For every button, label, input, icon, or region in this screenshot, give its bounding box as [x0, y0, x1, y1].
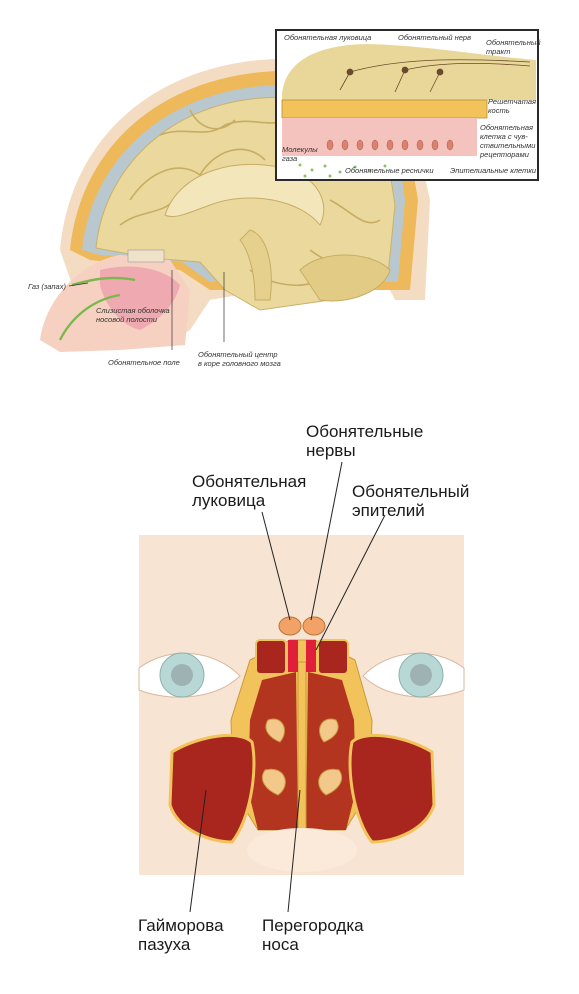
gas-path — [58, 276, 136, 341]
olfactory-epithelium-left — [288, 640, 298, 672]
left-eye — [138, 652, 241, 698]
label-olfactory-bulb: Обонятельная луковица — [192, 472, 307, 510]
label-nasal-septum: Перегородка носа — [262, 916, 364, 954]
maxillary-sinus-left — [168, 733, 256, 844]
turbinates — [261, 718, 343, 796]
inset-neurons — [339, 59, 531, 93]
olfactory-bulb-right — [302, 616, 326, 636]
inset-epithelium — [282, 118, 477, 156]
olfactory-epithelium-right — [306, 640, 316, 672]
nose-tip — [247, 828, 357, 872]
label-nasal-mucosa: Слизистая оболочка носовой полости — [96, 306, 170, 324]
nasal-passage-left — [248, 672, 298, 830]
nasal-mucosa — [100, 266, 180, 330]
cerebellum — [299, 254, 391, 302]
olfactory-bulb-left — [278, 616, 302, 636]
nasal-passage-right — [306, 672, 356, 830]
frontal-leader-lines — [189, 461, 386, 913]
label-maxillary-sinus: Гайморова пазуха — [138, 916, 224, 954]
label-inset-olfactory-cell: Обонятельная клетка с чув- ствительными … — [480, 123, 536, 159]
label-inset-olfactory-bulb: Обонятельная луковица — [284, 33, 372, 42]
right-eye — [362, 652, 465, 698]
brain-stem — [239, 229, 272, 301]
label-olfactory-field: Обонятельное поле — [108, 358, 180, 367]
label-inset-olfactory-tract: Обонятельный тракт — [486, 38, 541, 56]
ethmoid-cell-right — [317, 639, 349, 675]
label-inset-epithelial-cells: Эпителиальные клетки — [450, 166, 537, 175]
maxillary-sinus-right — [348, 733, 436, 844]
inset-gas-molecules — [298, 163, 387, 178]
label-inset-gas-molecules: Молекулы газа — [282, 145, 318, 163]
inset-receptor-cells — [326, 139, 454, 151]
label-inset-cribriform-bone: Решетчатая кость — [488, 97, 537, 115]
label-olfactory-center: Обонятельный центр в коре головного мозг… — [198, 350, 281, 368]
label-inset-olfactory-nerve: Обонятельный нерв — [398, 33, 471, 42]
inset-bulb — [282, 44, 536, 100]
cribriform-fibers — [127, 249, 165, 263]
head-leader-lines — [68, 270, 225, 350]
ethmoid-cell-left — [255, 639, 287, 675]
label-olfactory-epithelium: Обонятельный эпителий — [352, 482, 470, 520]
label-gas-smell: Газ (запах) — [28, 282, 66, 291]
label-olfactory-nerves: Обонятельные нервы — [306, 422, 424, 460]
nasal-septum — [297, 661, 307, 833]
head-sagittal-illustration — [40, 29, 539, 352]
label-inset-olfactory-cilia: Обонятельные реснички — [345, 166, 434, 175]
